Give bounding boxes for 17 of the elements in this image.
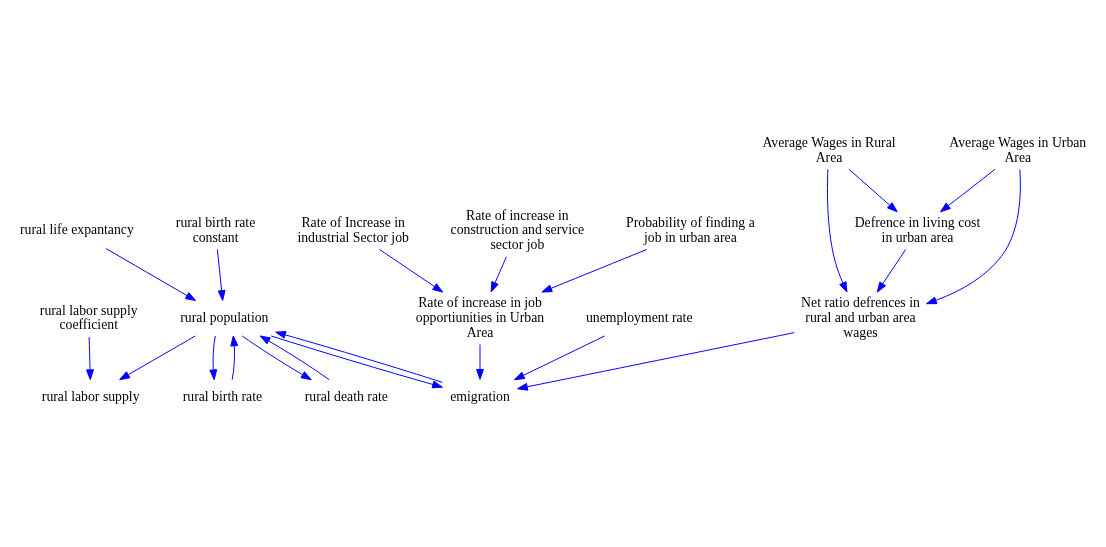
node-text: Net ratio defrences in rural and urban area wages (801, 295, 920, 340)
node-text: rural life expantancy (20, 222, 134, 238)
node-text: emigration (450, 389, 510, 405)
node-text: Average Wages in Rural Area (762, 134, 896, 165)
node-text: unemployment rate (586, 309, 693, 325)
node-text: Defrence in living cost in urban area (854, 215, 981, 245)
node-text: Rate of Increase in industrial Sector job (297, 215, 409, 245)
node-text: rural labor supply coefficient (39, 302, 138, 333)
node-text: Rate of increase in construction and service sector job (450, 207, 585, 253)
node-text: rural population (180, 309, 269, 325)
node-text: Probability of finding a job in urban area (626, 215, 755, 245)
node-text: rural birth rate constant (175, 215, 256, 245)
node-text: rural birth rate (182, 389, 263, 405)
node-text: Average Wages in Urban Area (949, 134, 1087, 165)
node-text: rural death rate (304, 389, 388, 405)
node-text: Rate of increase in job opportiunities in Urban Area (415, 295, 545, 340)
node-text: rural labor supply (41, 389, 140, 405)
